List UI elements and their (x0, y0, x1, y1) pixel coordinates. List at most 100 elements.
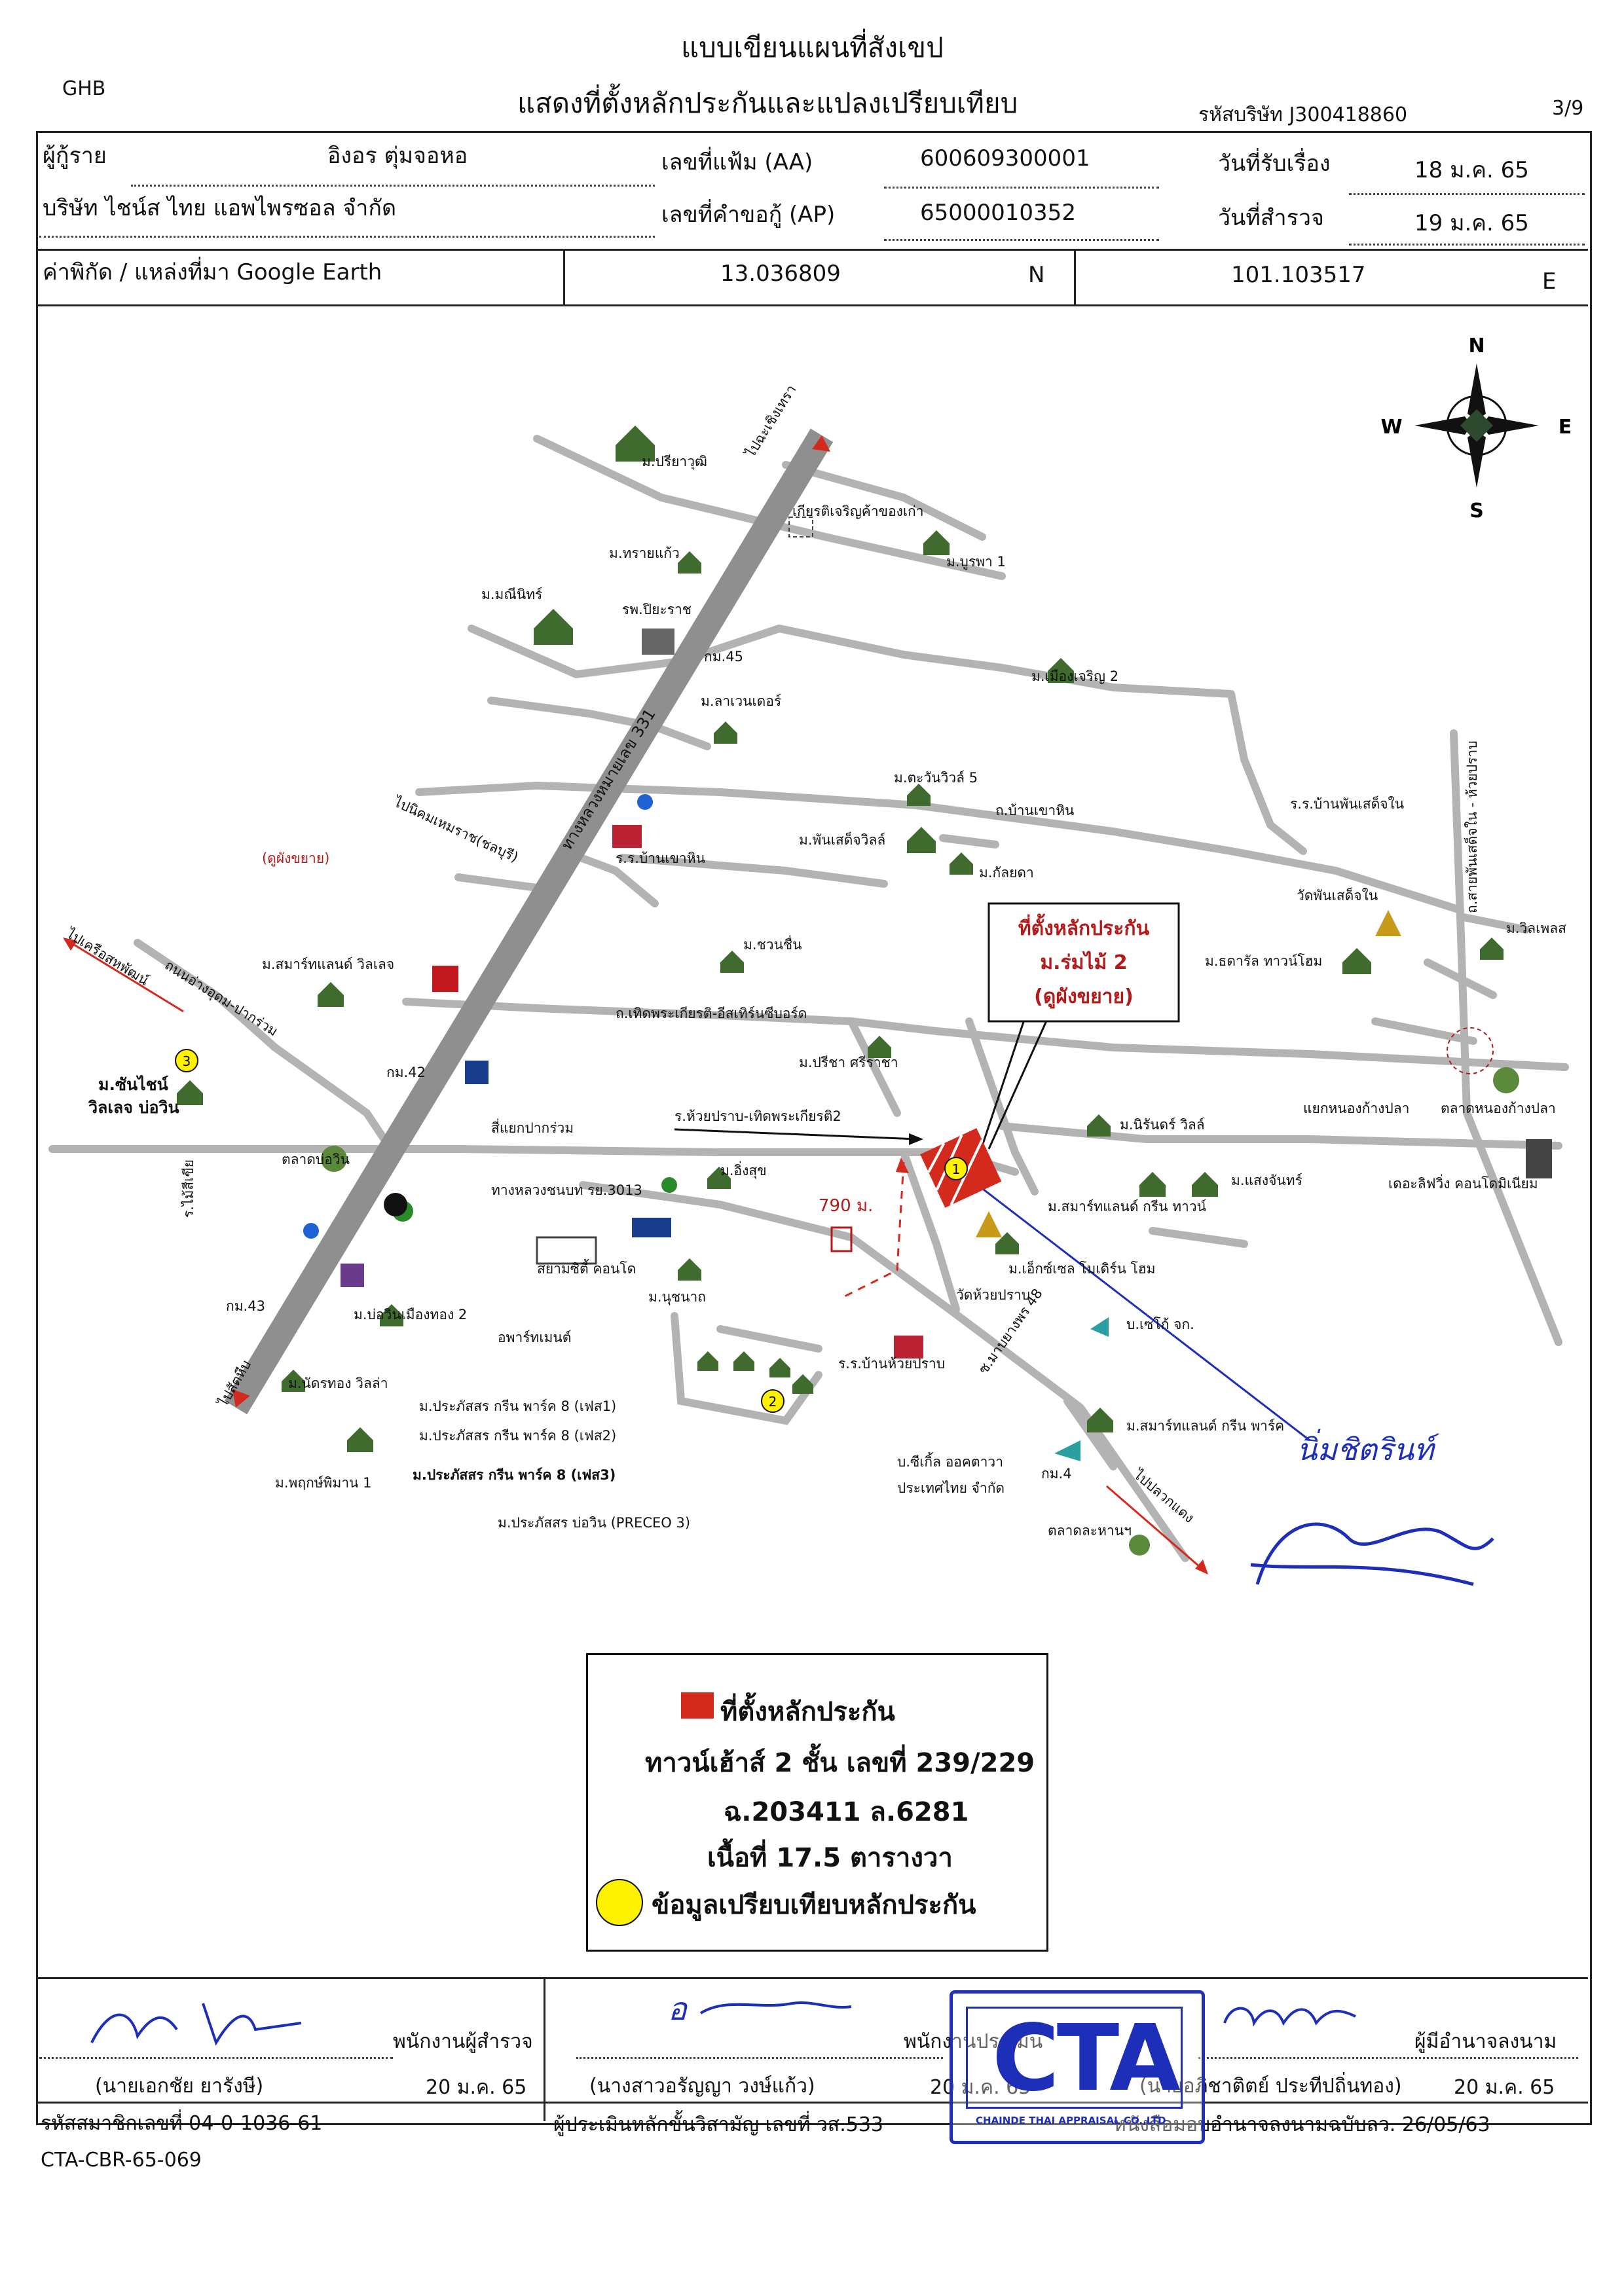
map-label: ม.พฤกษ์พิมาน 1 (275, 1475, 372, 1491)
house-icon (995, 1232, 1019, 1254)
house-icon (678, 1258, 701, 1281)
highway-331-label: ทางหลวงหมายเลข 331 (557, 705, 659, 853)
request-no: 65000010352 (920, 200, 1076, 226)
map-label: ไปนิคมเหมราช(ชลบุรี) (390, 793, 521, 866)
collateral-title: ที่ตั้งหลักประกัน (1018, 913, 1150, 940)
map-label: อพาร์ทเมนต์ (498, 1330, 571, 1345)
surveyor-signature (90, 2003, 302, 2046)
warehouse-icon (830, 1226, 853, 1252)
map-label: กม.4 (1041, 1466, 1072, 1482)
page-title-line2: แสดงที่ตั้งหลักประกันและแปลงเปรียบเทียบ (517, 87, 1018, 119)
divider (36, 1977, 1588, 1979)
bank-icon (384, 1193, 407, 1216)
map-label: ตลาดละหานฯ (1048, 1523, 1132, 1539)
surveyor-role: พนักงานผู้สำรวจ (393, 2030, 533, 2053)
house-icon (733, 1351, 754, 1371)
house-icon (1087, 1408, 1113, 1432)
distance-label: 790 ม. (819, 1196, 873, 1216)
org-code: GHB (62, 77, 106, 100)
survey-date: 19 ม.ค. 65 (1414, 210, 1529, 236)
map-label: ร.ร.บ้านเขาหิน (616, 850, 705, 866)
svg-text:W: W (1380, 416, 1402, 439)
file-no-label: เลขที่แฟ้ม (AA) (661, 149, 813, 175)
arrow-icon (1195, 1559, 1208, 1575)
svg-text:N: N (1468, 335, 1485, 357)
file-no: 600609300001 (920, 145, 1090, 172)
legend-item-comparison: ข้อมูลเปรียบเทียบหลักประกัน (652, 1890, 976, 1920)
arrow-icon (63, 938, 77, 951)
borrower-name: อิงอร ตุ่มจอหอ (327, 143, 468, 169)
map-label: ม.เมืองเจริญ 2 (1031, 668, 1118, 684)
map-label: ม.ธดารัล ทาวน์โฮม (1205, 953, 1322, 969)
map-label: ถ.เทิดพระเกียรติ-อีสเทิร์นซีบอร์ด (616, 1006, 807, 1021)
map-label: กม.45 (704, 649, 743, 665)
temple-icon (976, 1211, 1002, 1237)
road-3013-label: ทางหลวงชนบท รย.3013 (491, 1182, 642, 1198)
map-label: รพ.ปิยะราช (622, 602, 692, 617)
map-label: ร.ร.บ้านห้วยปราบ (838, 1356, 945, 1372)
map-label: ตลาดบ่อวิน (282, 1152, 350, 1167)
signer-role: ผู้มีอำนาจลงนาม (1414, 2030, 1557, 2053)
legend-collateral-swatch (681, 1692, 714, 1719)
company-stamp: CTA CHAINDE THAI APPRAISAL CO.,LTD (950, 1990, 1205, 2144)
map-label: ไปเครือสหพัฒน์ (63, 925, 152, 989)
house-icon (907, 784, 931, 806)
signer-note: หนังสือมอบอำนาจลงนามฉบับลว. 26/05/63 (1113, 2113, 1490, 2136)
lotus-logo (632, 1218, 671, 1237)
map-label: ม.บูรพา 1 (946, 554, 1006, 570)
arrow-icon (896, 1157, 909, 1173)
house-icon (1087, 1114, 1111, 1137)
map-label: ม.วิลเพลส (1506, 920, 1566, 936)
condo-icon (1526, 1139, 1552, 1178)
map-label: วัดพันเสด็จใน (1297, 886, 1378, 903)
company-label: บริษัท ไชน์ส ไทย แอพไพรซอล จำกัด (43, 195, 397, 221)
map-label: เกียรติเจริญค้าของเก่า (792, 503, 924, 519)
house-icon (1139, 1172, 1166, 1197)
map-label: บ.ซีเกิ้ล ออคตาวา (897, 1452, 1003, 1470)
request-no-label: เลขที่คำขอกู้ (AP) (661, 202, 836, 228)
house-icon (907, 827, 936, 853)
house-icon (720, 951, 744, 973)
market-icon (1493, 1067, 1519, 1093)
house-icon (616, 426, 655, 462)
map-label: ม.ปรียาวุฒิ (642, 454, 707, 470)
surveyor-date: 20 ม.ค. 65 (426, 2076, 527, 2099)
map-label: ม.บ่อวินเมืองทอง 2 (354, 1307, 467, 1322)
gas-station-icon (637, 794, 653, 810)
map-label: ม.ประภัสสร กรีน พาร์ค 8 (เฟส3) (413, 1467, 616, 1483)
direction-arrow (1106, 1485, 1206, 1573)
pointer-arrow (674, 1128, 917, 1140)
bank-icon (465, 1061, 489, 1084)
map-label: ม.อิ่งสุข (720, 1161, 767, 1179)
house-icon (380, 1304, 403, 1326)
divider (36, 304, 1588, 306)
map-label: ม.ลาเวนเดอร์ (701, 693, 781, 709)
handwritten-name: นิ่มชิตรินท์ (1297, 1429, 1439, 1467)
house-icon (868, 1036, 891, 1058)
market-icon (321, 1146, 347, 1172)
map-label: ม.สมาร์ทแลนด์ วิลเลจ (262, 957, 394, 972)
signer-date: 20 ม.ค. 65 (1454, 2076, 1555, 2099)
signer-signature (1223, 2007, 1356, 2027)
appraiser-role: พนักงานประเมิน (904, 2030, 1043, 2053)
house-icon (318, 982, 344, 1007)
map-label: ประเทศไทย จำกัด (897, 1480, 1005, 1496)
house-icon (534, 609, 573, 645)
map-label: ร.ห้วยปราบ-เทิดพระเกียรติ2 (674, 1108, 841, 1124)
house-icon (792, 1374, 813, 1394)
appraiser-cert: ผู้ประเมินหลักขั้นวิสามัญ เลขที่ วส.533 (553, 2113, 884, 2136)
dotted-line (1349, 244, 1585, 246)
school-icon (612, 825, 642, 848)
appraiser-date: 20 ม.ค. 65 (930, 2076, 1031, 2099)
svg-text:อ: อ (668, 1991, 688, 2028)
map-label: แยกหนองก้างปลา (1303, 1101, 1409, 1116)
factory-icon (1054, 1440, 1080, 1461)
house-icon (177, 1080, 203, 1105)
svg-text:E: E (1559, 416, 1572, 439)
dotted-line (131, 185, 655, 187)
arrow-icon (812, 435, 830, 452)
intersection-circle (1447, 1027, 1494, 1074)
company-code: รหัสบริษัท J300418860 (1198, 103, 1408, 126)
coords-label: ค่าพิกัด / แหล่งที่มา Google Earth (43, 259, 382, 285)
legend-line3: ฉ.203411 ล.6281 (724, 1797, 969, 1827)
